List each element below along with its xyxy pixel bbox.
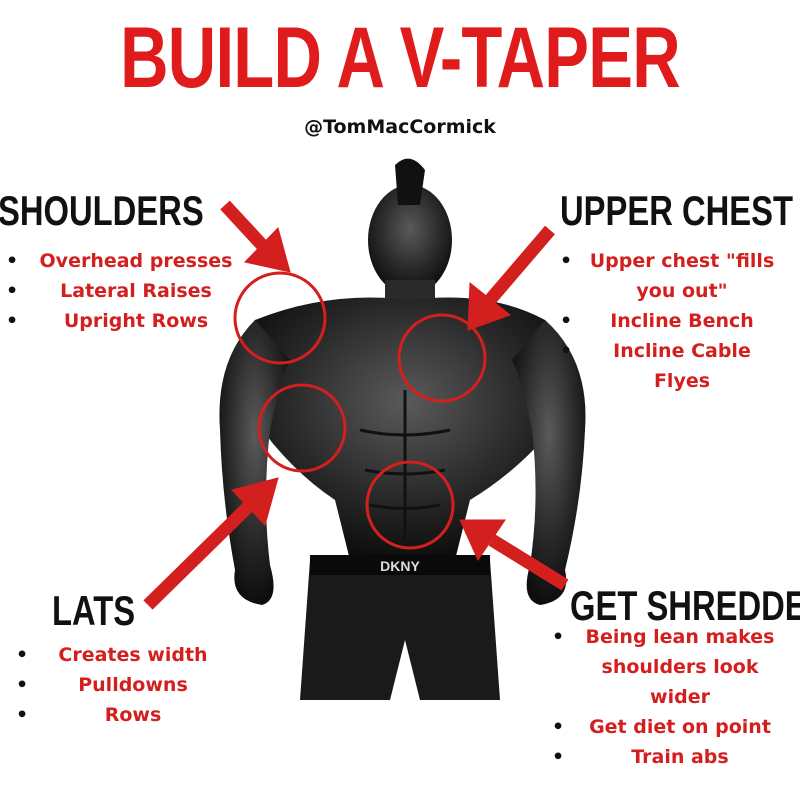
lat-arrow-icon [143,477,279,610]
list-item: Incline Cable Flyes [560,336,780,396]
list-item: Lateral Raises [6,276,242,306]
abs-circle [365,460,455,550]
list-item: Pulldowns [16,670,226,700]
lat-circle [257,383,347,473]
page-title: BUILD A V-TAPER [120,10,681,106]
list-item: Being lean makes shoulders look wider [552,622,784,712]
waistband-label: DKNY [380,558,420,574]
list-item: Upright Rows [6,306,242,336]
upper-chest-heading: UPPER CHEST [560,187,794,234]
lats-list: Creates width Pulldowns Rows [16,640,226,730]
abs-arrow-icon [459,519,569,591]
list-item: Get diet on point [552,712,784,742]
chest-circle [397,313,487,403]
list-item: Overhead presses [6,246,242,276]
chest-arrow-icon [467,225,555,331]
shoulders-list: Overhead presses Lateral Raises Upright … [6,246,242,336]
list-item: Creates width [16,640,226,670]
author-handle: @TomMacCormick [304,116,496,138]
list-item: Rows [16,700,226,730]
list-item: Incline Bench [560,306,780,336]
lats-heading: LATS [52,587,136,634]
shoulders-heading: SHOULDERS [0,187,204,234]
get-shredded-heading: GET SHREDDED [570,582,800,629]
shoulder-arrow-icon [220,200,291,273]
arrows [143,200,569,610]
body-silhouette: DKNY [219,158,586,700]
upper-chest-list: Upper chest "fills you out" Incline Benc… [560,246,780,396]
list-item: Train abs [552,742,784,772]
get-shredded-list: Being lean makes shoulders look wider Ge… [552,622,784,772]
list-item: Upper chest "fills you out" [560,246,780,306]
